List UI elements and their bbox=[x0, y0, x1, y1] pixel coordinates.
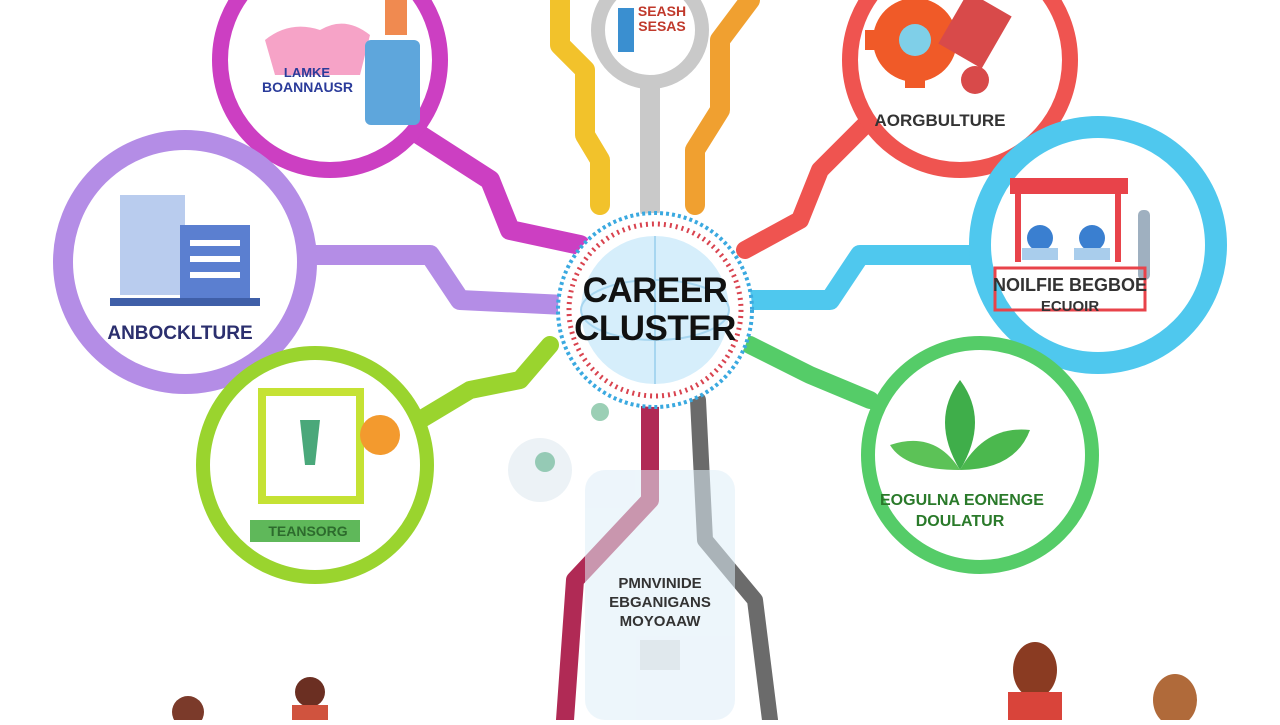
bottom-right-label-line-2: DOULATUR bbox=[915, 512, 1005, 530]
person-head bbox=[1013, 642, 1057, 698]
node-bottom-left bbox=[196, 346, 434, 584]
bottom-center-label: PMNVINIDE EBGANIGANS MOYOAAW bbox=[595, 576, 725, 629]
branch-lavender bbox=[300, 245, 575, 315]
person-head bbox=[1153, 674, 1197, 725]
top-right-label: AORGBULTURE bbox=[874, 111, 1006, 130]
top-center-label: SEASH SESAS bbox=[632, 4, 692, 33]
branch-cyan bbox=[740, 245, 990, 310]
bottom-right-label: EOGULNA EONENGE DOULATUR bbox=[880, 492, 1044, 531]
right-label-line-2: ECUOIR bbox=[1040, 297, 1100, 315]
node-top-right bbox=[842, 0, 1078, 178]
left-label: ANBOCKLTURE bbox=[107, 323, 253, 344]
node-bottom-right bbox=[861, 336, 1099, 574]
document-icon bbox=[250, 388, 400, 542]
right-node-frame bbox=[993, 266, 1147, 312]
top-left-label: LAMKE BOANNAUSR bbox=[262, 65, 353, 95]
person-head bbox=[295, 677, 325, 707]
top-center-label-line-2: SESAS bbox=[638, 17, 686, 34]
top-left-label-line-2: BOANNAUSR bbox=[262, 78, 353, 95]
tool-icon bbox=[618, 8, 634, 52]
top-center-label-line-1: SEASH bbox=[637, 3, 687, 19]
bottom-center-label-line-3: MOYOAAW bbox=[619, 612, 701, 630]
puzzle-icon bbox=[265, 23, 370, 76]
branch-green bbox=[741, 336, 879, 409]
hub-title-line-1: CAREER bbox=[582, 271, 728, 310]
hub-title: CAREER CLUSTER bbox=[560, 272, 750, 348]
branch-lime bbox=[411, 336, 559, 429]
bottom-center-illustration bbox=[508, 403, 735, 720]
bottom-center-label-line-1: PMNVINIDE bbox=[618, 575, 702, 592]
bottom-right-label-line-1: EOGULNA EONENGE bbox=[880, 492, 1044, 509]
branch-red bbox=[736, 111, 879, 259]
central-hub bbox=[556, 211, 754, 409]
top-left-label-line-1: LAMKE bbox=[283, 65, 331, 80]
node-right bbox=[969, 116, 1227, 374]
node-left bbox=[53, 130, 317, 394]
node-top-center bbox=[591, 0, 709, 89]
lab-icon bbox=[1010, 178, 1150, 280]
branch-orange bbox=[685, 0, 760, 215]
bottom-left-label: TEANSORG bbox=[268, 523, 348, 539]
gear-icon bbox=[865, 0, 966, 88]
right-label: NOILFIE BEGBOE ECUOIR bbox=[990, 276, 1150, 315]
crate-icon bbox=[938, 0, 1012, 69]
factory-icon bbox=[110, 195, 260, 306]
right-label-line-1: NOILFIE BEGBOE bbox=[992, 275, 1147, 295]
hub-title-line-2: CLUSTER bbox=[574, 309, 736, 348]
branch-magenta bbox=[395, 115, 590, 255]
person-head bbox=[172, 696, 204, 725]
branch-yellow bbox=[550, 0, 610, 215]
node-top-left bbox=[212, 0, 448, 178]
cup-icon bbox=[365, 40, 420, 125]
bottom-center-label-line-2: EBGANIGANS bbox=[609, 593, 711, 611]
leaf-icon bbox=[890, 380, 1030, 470]
